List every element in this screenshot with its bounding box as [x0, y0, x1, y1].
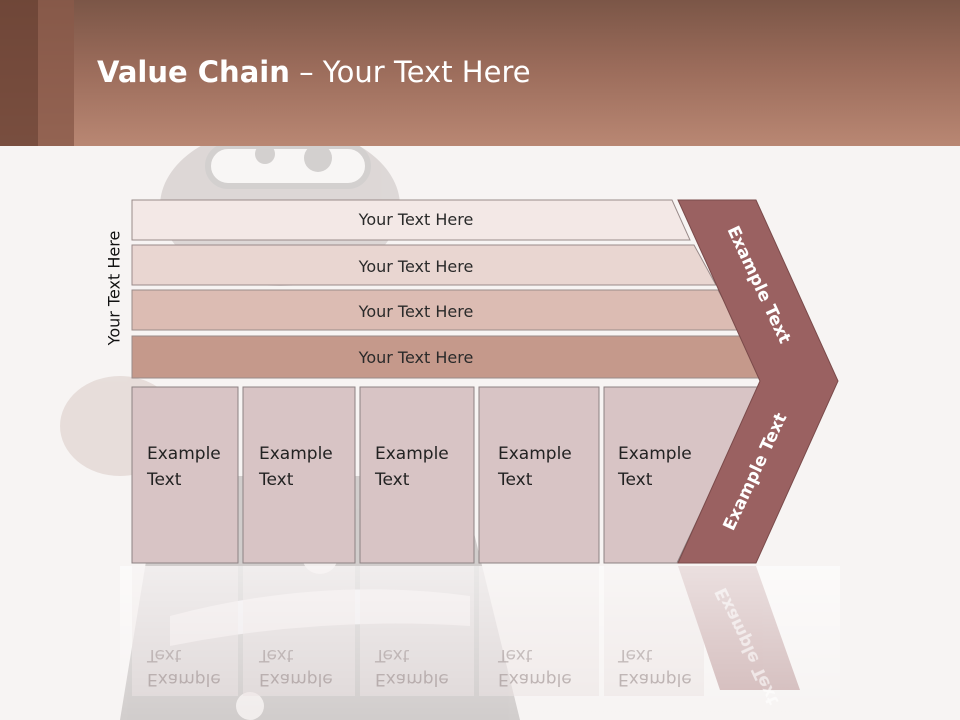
bar-row: Your Text Here — [131, 199, 691, 241]
bar-3-label: Your Text Here — [358, 302, 474, 321]
page-title: Value Chain – Your Text Here — [97, 55, 531, 89]
box-4-line2: Text — [497, 470, 533, 490]
box-2-line2: Text — [258, 470, 294, 490]
title-bold: Value Chain — [97, 55, 290, 89]
header-stripe — [38, 0, 74, 146]
activity-box: Example Text — [359, 386, 475, 564]
box-5-line2: Text — [617, 470, 653, 490]
activity-box: Example Text — [603, 386, 761, 564]
box-1-line1: Example — [147, 444, 221, 464]
box-4-line1: Example — [498, 444, 572, 464]
bar-1-label: Your Text Here — [358, 210, 474, 229]
bar-1 — [131, 199, 691, 241]
bar-4-label: Your Text Here — [358, 348, 474, 367]
chevron-arrow — [677, 199, 839, 564]
box-3-line2: Text — [374, 470, 410, 490]
header-banner: Value Chain – Your Text Here — [0, 0, 960, 146]
box-5-line1: Example — [618, 444, 692, 464]
activity-box: Example Text — [131, 386, 239, 564]
bar-row: Your Text Here — [131, 335, 765, 379]
activity-box: Example Text — [242, 386, 356, 564]
reflection-fade — [120, 566, 840, 720]
box-2-line1: Example — [259, 444, 333, 464]
box-3-line1: Example — [375, 444, 449, 464]
bar-row: Your Text Here — [131, 289, 741, 331]
title-rest: – Your Text Here — [289, 55, 531, 89]
box-1-line2: Text — [146, 470, 182, 490]
header-stripe — [0, 0, 38, 146]
activity-box: Example Text — [478, 386, 600, 564]
bar-2-label: Your Text Here — [358, 257, 474, 276]
bar-row: Your Text Here — [131, 244, 717, 286]
